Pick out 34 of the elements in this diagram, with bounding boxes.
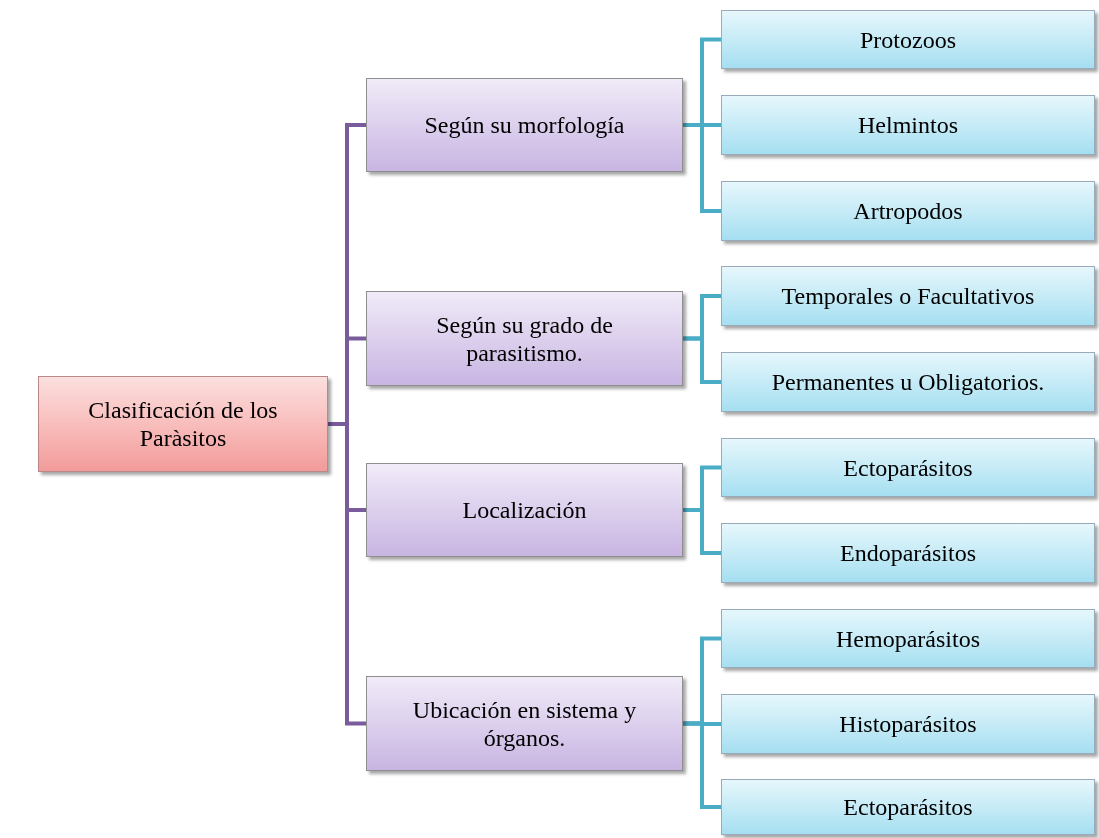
category-box [366,291,683,386]
subcategory-box [721,352,1095,412]
subcategory-box [721,95,1095,155]
node-label: Según su morfología [424,111,625,139]
subcategory-box [721,779,1095,835]
node-label: Endoparásitos [840,539,976,567]
subcategory-box [721,10,1095,69]
node-label: Artropodos [853,197,963,225]
connector-line [683,123,721,213]
node-label: Ectoparásitos [843,793,973,821]
subcategory-box [721,523,1095,583]
node-label: Temporales o Facultativos [781,282,1035,310]
node-label: Localización [462,496,587,524]
subcategory-box [721,181,1095,241]
node-label: Según su grado de parasitismo. [435,310,614,367]
subcategory-box [721,438,1095,497]
connector-line [683,336,721,384]
connector-line [683,721,721,809]
node-label: Clasificación de los Paràsitos [87,396,279,452]
category-box [366,463,683,557]
node-label: Ubicación en sistema y órganos. [411,695,638,752]
root-box [38,376,328,472]
subcategory-box [721,266,1095,326]
subcategory-box [721,694,1095,754]
node-label: Ectoparásitos [843,453,973,482]
node-label: Helmintos [858,111,958,139]
subcategory-box [721,609,1095,668]
category-box [366,676,683,771]
node-label: Protozoos [860,25,956,54]
connector-line [683,508,721,555]
node-label: Histoparásitos [839,710,977,738]
node-label: Hemoparásitos [836,624,980,653]
category-box [366,78,683,172]
node-label: Permanentes u Obligatorios. [771,368,1045,396]
